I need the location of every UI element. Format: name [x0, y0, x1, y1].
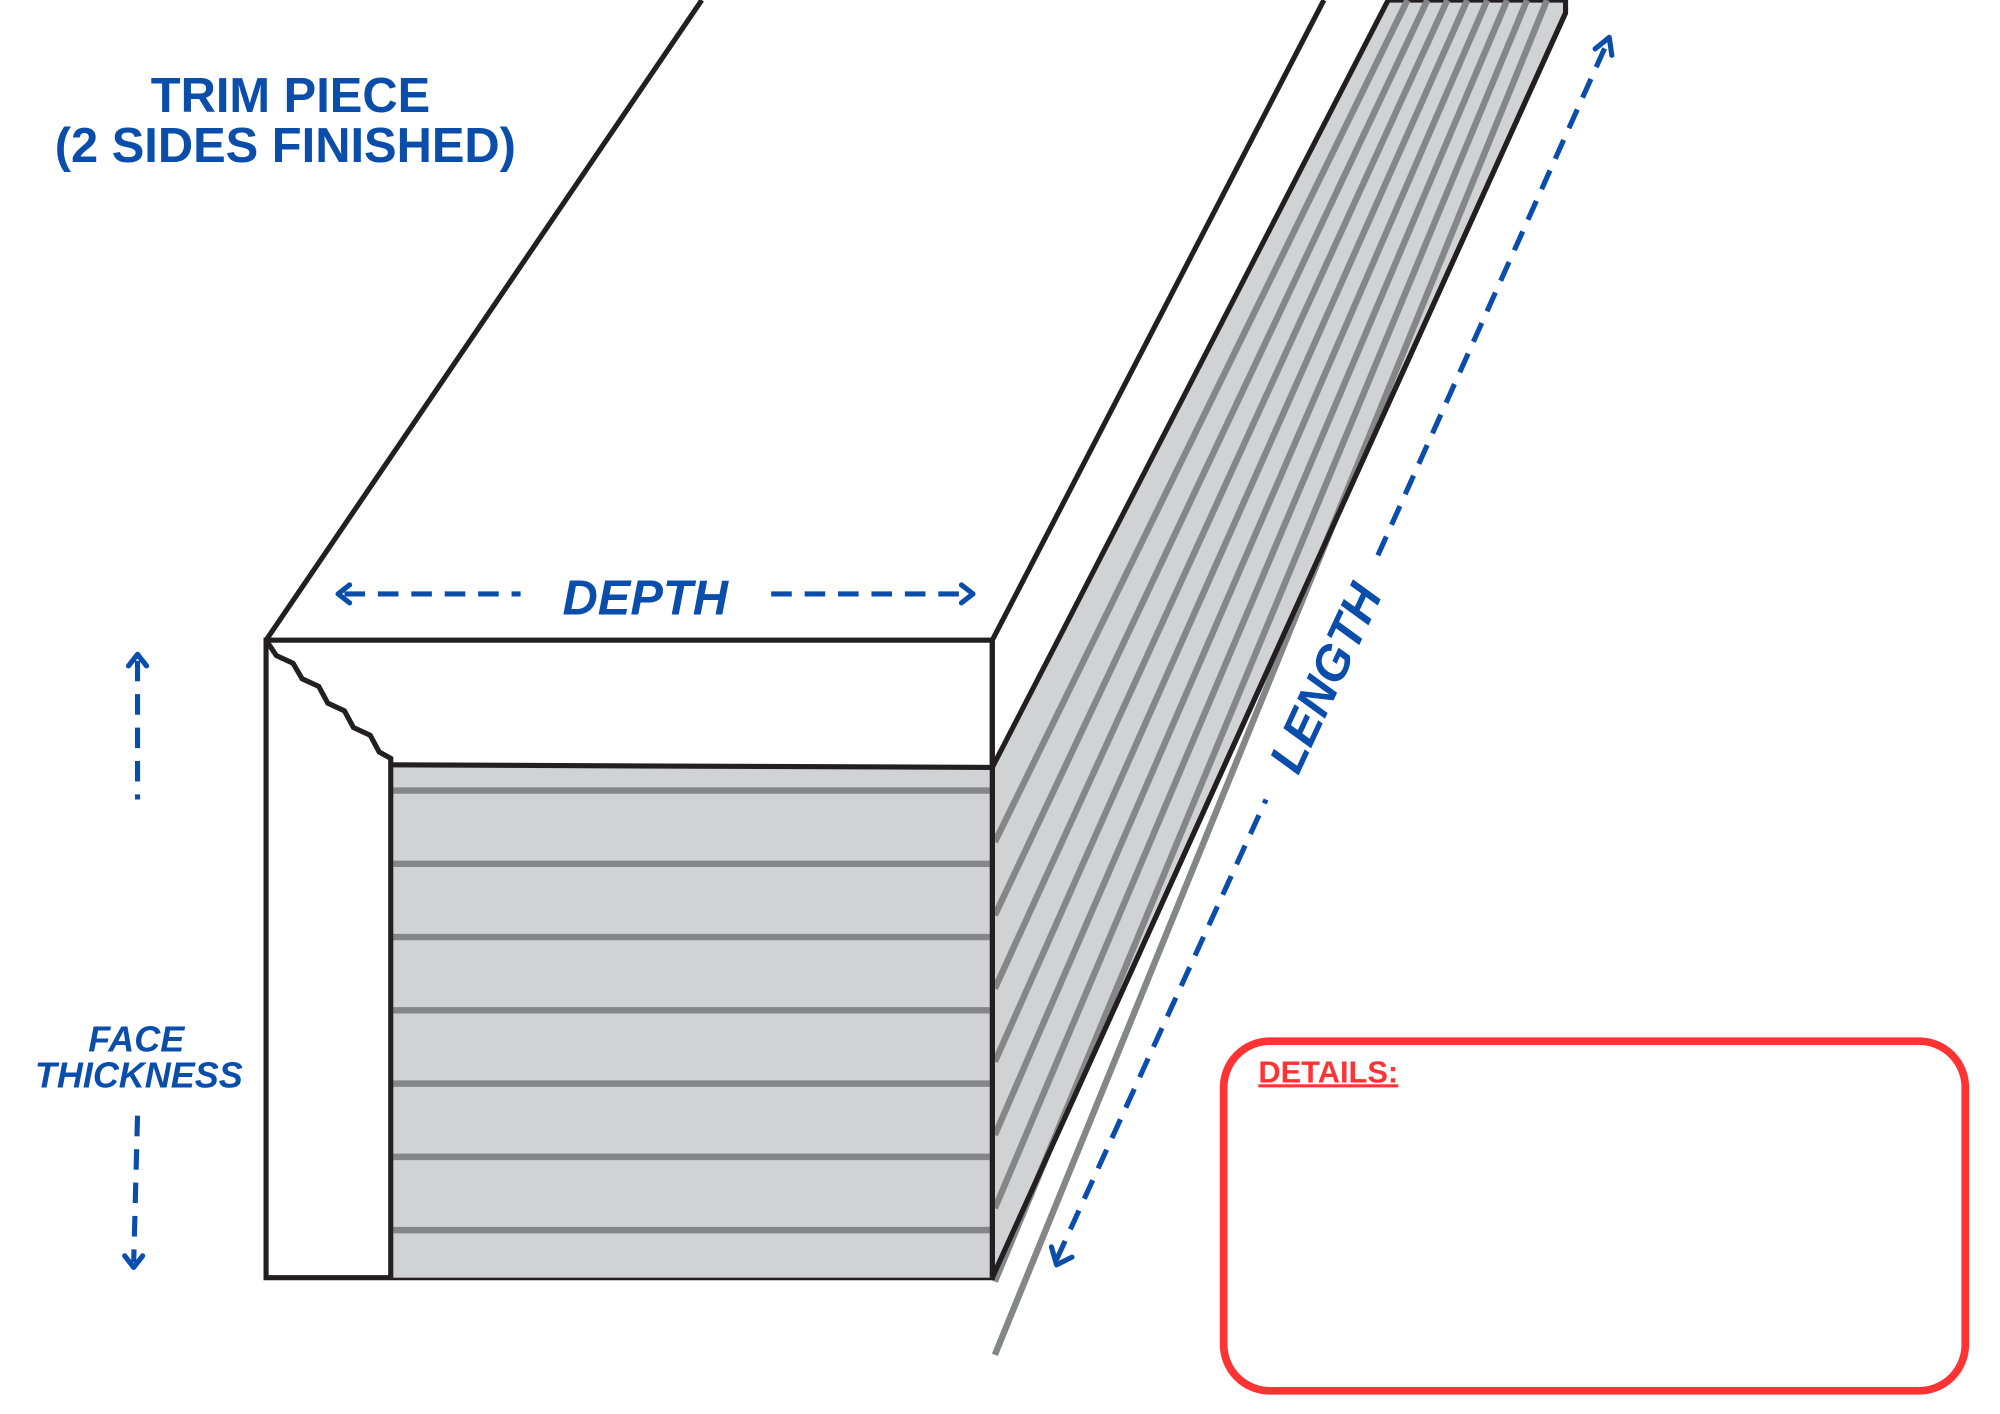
board-drawing	[263, 0, 1569, 1357]
side-grain-line	[991, 0, 1411, 844]
arrow-up-right-icon	[1592, 34, 1615, 58]
title-line-1: TRIM PIECE	[151, 69, 430, 123]
bottom-right-edge	[989, 11, 1568, 1279]
thickness-label: THICKNESS	[35, 1054, 243, 1095]
side-grain-line	[991, 0, 1511, 1210]
side-grain-line	[991, 0, 1471, 1064]
top-right-edge	[990, 0, 1327, 642]
title: TRIM PIECE (2 SIDES FINISHED)	[55, 69, 516, 173]
side-grain-line	[991, 0, 1491, 1137]
details-heading: DETAILS:	[1258, 1054, 1398, 1089]
side-grain-line	[991, 0, 1550, 1357]
top-left-edge	[263, 0, 704, 642]
front-grain-lines	[393, 787, 990, 1234]
arrow-down-left-icon	[1048, 1244, 1075, 1268]
face-label: FACE	[88, 1018, 185, 1059]
arrow-up-icon	[125, 651, 150, 669]
title-line-2: (2 SIDES FINISHED)	[55, 119, 516, 173]
depth-label: DEPTH	[562, 571, 729, 625]
inner-top-edge	[390, 762, 993, 770]
side-grain-line	[991, 0, 1451, 990]
depth-dimension: DEPTH	[335, 571, 976, 625]
side-grain-line	[991, 0, 1530, 1283]
face-thickness-dimension: FACE THICKNESS	[35, 651, 243, 1270]
front-face-fill	[390, 764, 993, 1278]
details-box: DETAILS:	[1219, 1037, 1970, 1395]
side-grain-line	[991, 0, 1431, 917]
arrow-right-icon	[958, 582, 976, 606]
side-grain-lines	[991, 0, 1550, 1357]
arrow-down-icon	[122, 1253, 146, 1270]
arrow-left-icon	[335, 582, 353, 606]
moulding-profile	[263, 638, 394, 1278]
